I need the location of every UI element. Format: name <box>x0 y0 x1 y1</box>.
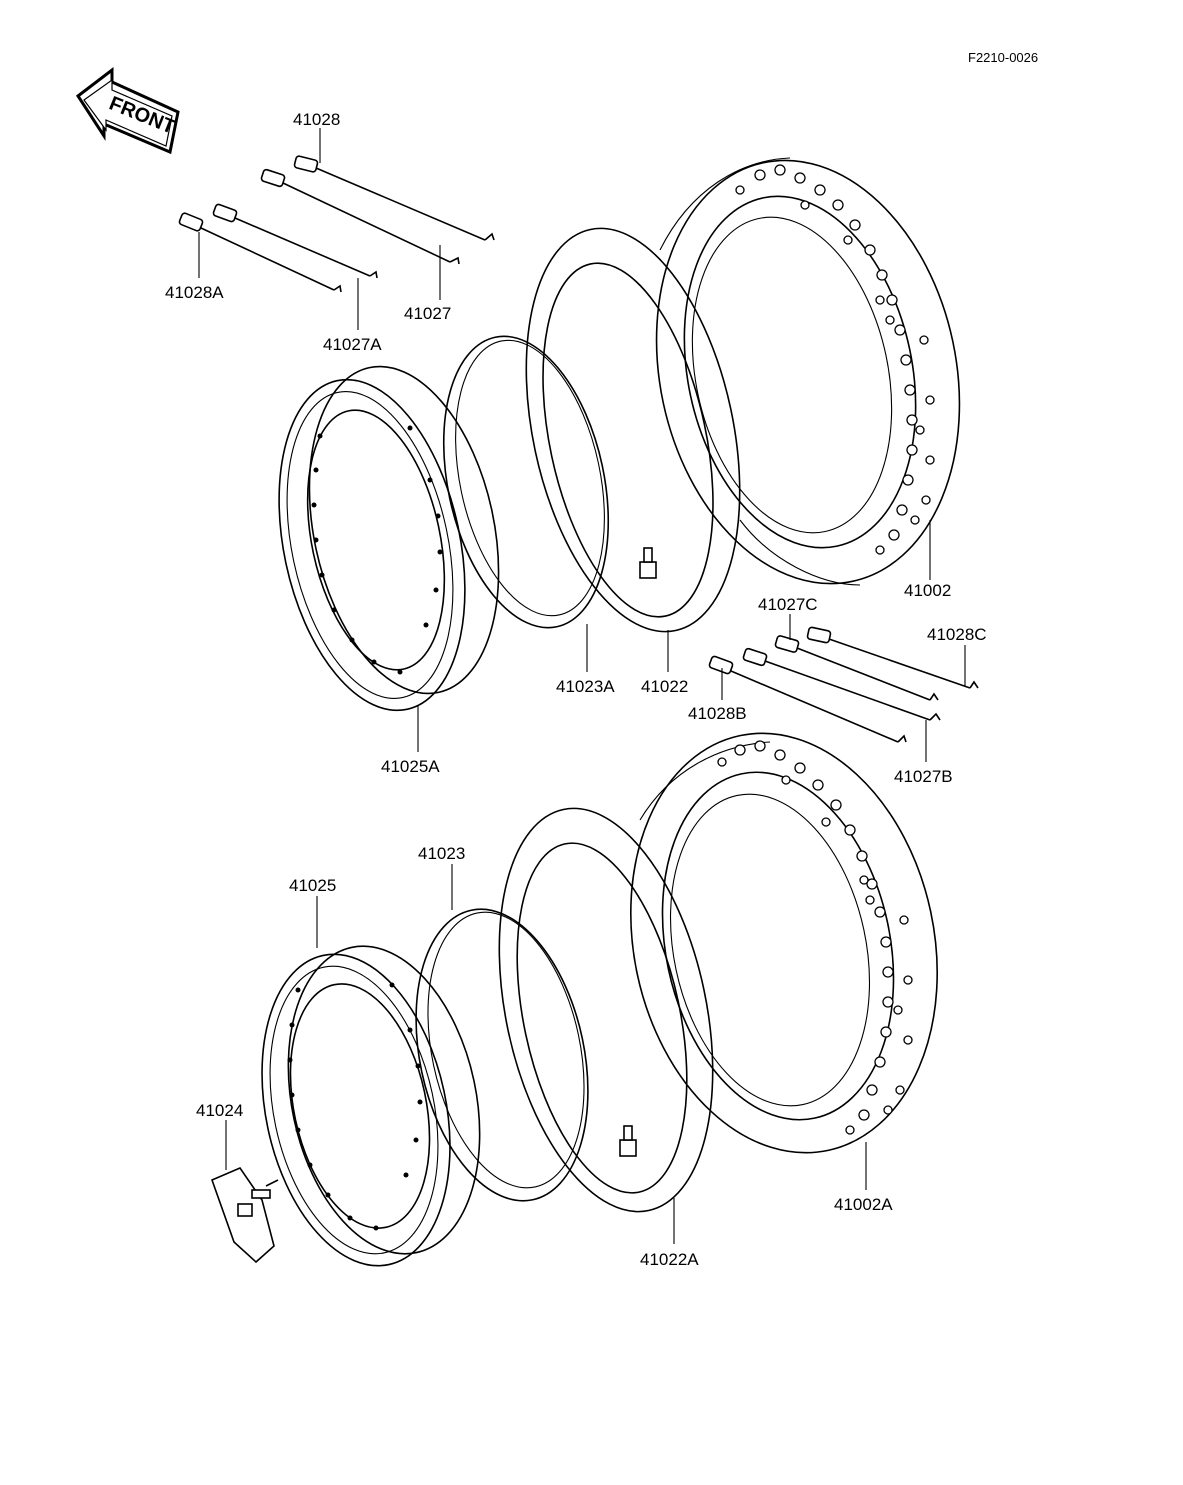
label-41028B: 41028B <box>688 704 747 723</box>
label-41022: 41022 <box>641 677 688 696</box>
spoke-41027C <box>774 635 939 701</box>
label-41028C: 41028C <box>927 625 987 644</box>
label-41027B: 41027B <box>894 767 953 786</box>
tube-41022 <box>525 227 741 633</box>
label-41023: 41023 <box>418 844 465 863</box>
label-41002A: 41002A <box>834 1195 893 1214</box>
spoke-41027B <box>742 647 941 721</box>
label-41025: 41025 <box>289 876 336 895</box>
rim-41025A <box>278 365 500 712</box>
rim-lock-41024 <box>210 1167 279 1264</box>
rim-band-41023 <box>415 908 589 1202</box>
figure-code: F2210-0026 <box>968 50 1038 65</box>
label-41027A: 41027A <box>323 335 382 354</box>
valve-icon <box>619 1125 637 1157</box>
rim-band-41023A <box>442 335 610 629</box>
label-41027: 41027 <box>404 304 451 323</box>
label-41027C: 41027C <box>758 595 818 614</box>
label-41028: 41028 <box>293 110 340 129</box>
front-arrow-icon: FRONT <box>75 66 180 155</box>
spoke-holes-icon <box>287 982 423 1231</box>
tire-tread-icon <box>717 740 913 1135</box>
tire-tread-icon <box>735 164 935 555</box>
tire-41002 <box>655 157 961 586</box>
spoke-41028A <box>178 212 342 293</box>
label-41022A: 41022A <box>640 1250 699 1269</box>
label-41023A: 41023A <box>556 677 615 696</box>
spoke-holes-icon <box>311 425 443 675</box>
leader-lines <box>198 128 966 1244</box>
spoke-41028C <box>806 626 979 689</box>
label-41002: 41002 <box>904 581 951 600</box>
tube-41022A <box>498 807 714 1213</box>
valve-icon <box>639 547 657 579</box>
label-41024: 41024 <box>196 1101 243 1120</box>
spoke-41027 <box>260 168 460 265</box>
label-41028A: 41028A <box>165 283 224 302</box>
spoke-41028 <box>293 155 495 241</box>
tire-41002A <box>630 732 938 1154</box>
spoke-41028B <box>708 655 907 743</box>
label-41025A: 41025A <box>381 757 440 776</box>
rim-41025 <box>261 945 481 1267</box>
spoke-41027A <box>212 203 378 279</box>
